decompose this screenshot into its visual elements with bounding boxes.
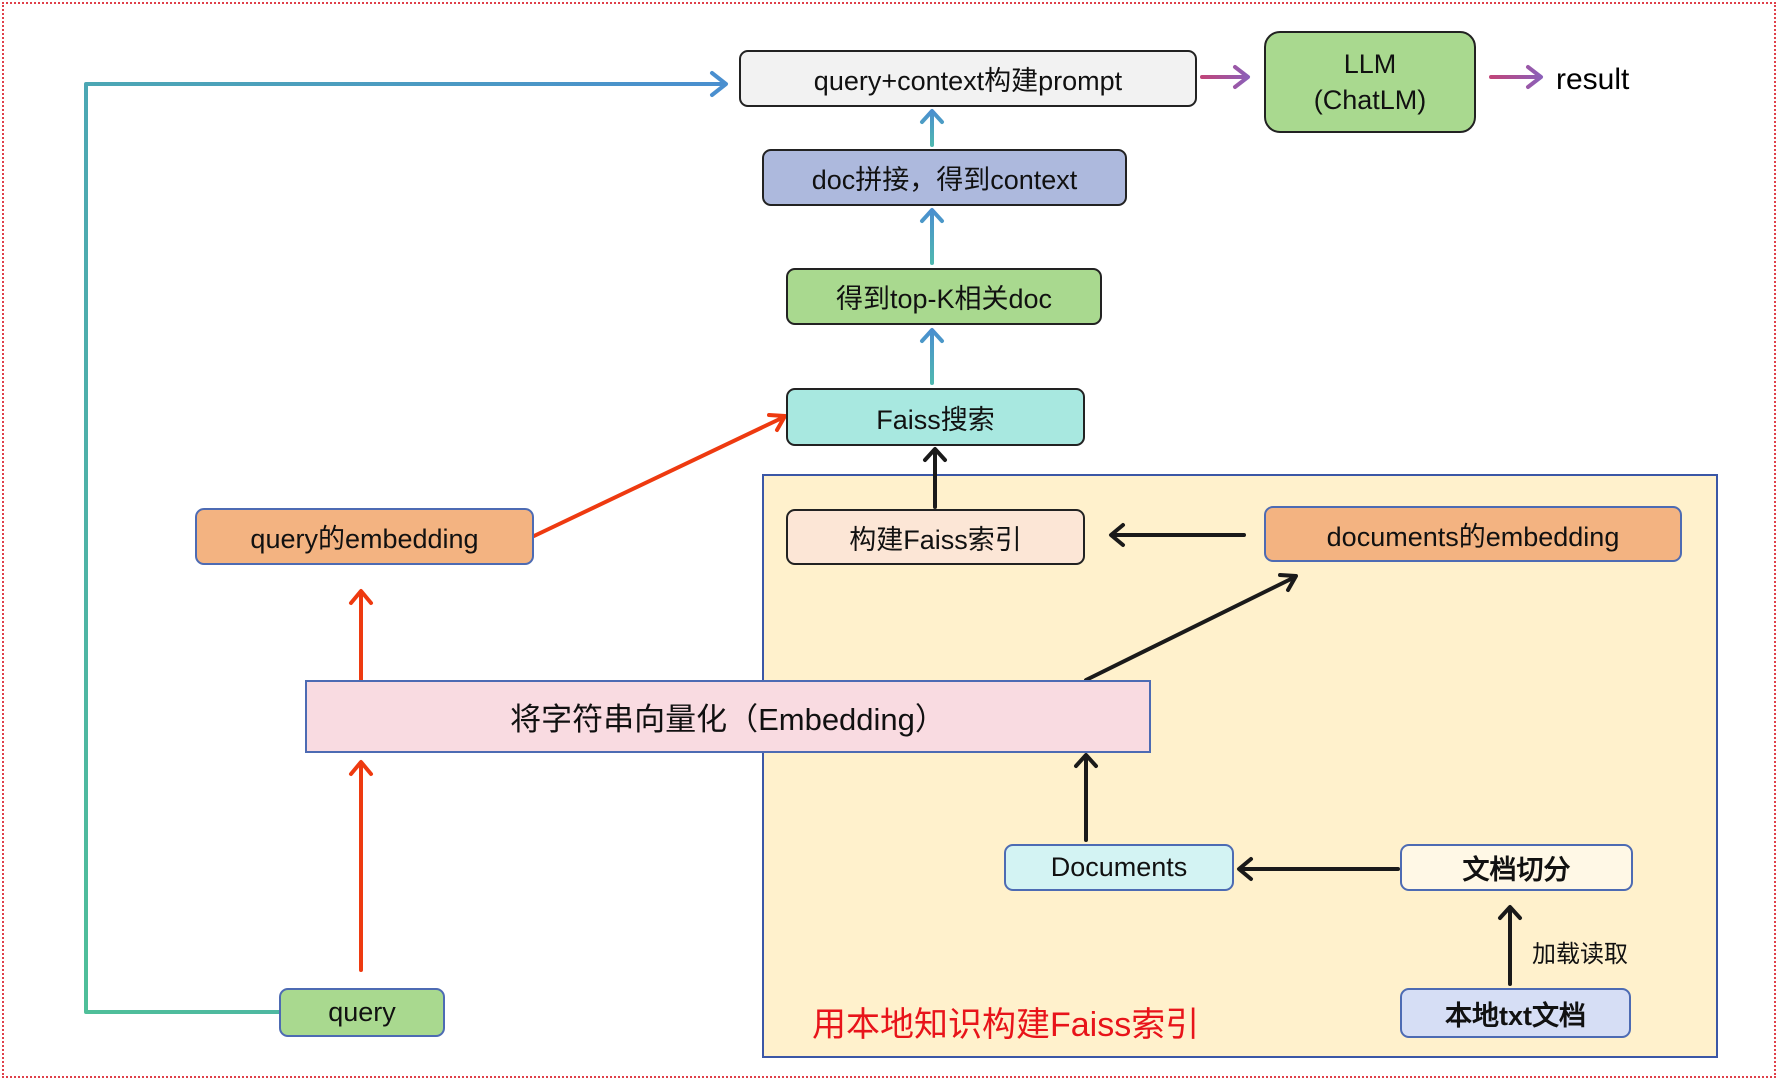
query-to-embedding-arrow — [349, 760, 373, 972]
query-embedding-node: query的embedding — [195, 508, 534, 565]
query-label: query — [328, 997, 396, 1027]
prompt-to-llm-arrow — [1200, 65, 1250, 89]
docs-embedding-label: documents的embedding — [1326, 521, 1620, 552]
split-node: 文档切分 — [1400, 844, 1633, 891]
txt-to-split-arrow — [1498, 905, 1522, 986]
topk-node-label: 得到top-K相关doc — [835, 284, 1053, 314]
query-loop-connector — [84, 82, 726, 1014]
docemb-to-index-arrow — [1109, 523, 1246, 547]
split-label: 文档切分 — [1462, 855, 1571, 885]
prompt-node-label: query+context构建prompt — [813, 66, 1123, 96]
faiss-index-region — [762, 474, 1718, 1058]
region-label: 用本地知识构建Faiss索引 — [812, 1006, 1200, 1044]
docs-embedding-node: documents的embedding — [1264, 506, 1682, 562]
concat-node: doc拼接，得到context — [762, 149, 1127, 206]
build-index-node: 构建Faiss索引 — [786, 509, 1085, 565]
search-to-topk-arrow — [920, 328, 944, 385]
embedding-to-docemb-arrow — [1084, 573, 1298, 682]
llm-to-result-arrow — [1489, 65, 1543, 89]
embedding-to-queryemb-arrow — [349, 589, 373, 682]
queryemb-to-search-arrow — [532, 413, 787, 538]
split-to-documents-arrow — [1237, 857, 1400, 881]
topk-node: 得到top-K相关doc — [786, 268, 1102, 325]
faiss-search-label: Faiss搜索 — [876, 404, 995, 435]
llm-node: LLM (ChatLM) — [1264, 31, 1476, 133]
llm-label: LLM — [1343, 49, 1397, 79]
local-txt-node: 本地txt文档 — [1400, 988, 1631, 1038]
embedding-label: 将字符串向量化（Embedding） — [510, 702, 946, 737]
query-node: query — [279, 988, 445, 1037]
llm-sublabel: (ChatLM) — [1313, 85, 1427, 115]
documents-label: Documents — [1050, 852, 1188, 882]
topk-to-concat-arrow — [920, 208, 944, 265]
result-label: result — [1556, 63, 1630, 96]
concat-to-prompt-arrow — [920, 109, 944, 147]
embedding-node: 将字符串向量化（Embedding） — [305, 680, 1151, 753]
build-index-label: 构建Faiss索引 — [849, 524, 1022, 555]
local-txt-label: 本地txt文档 — [1445, 1000, 1586, 1031]
documents-to-embedding-arrow — [1074, 753, 1098, 842]
documents-node: Documents — [1004, 844, 1234, 891]
load-read-label: 加载读取 — [1532, 941, 1628, 968]
index-to-search-arrow — [923, 447, 947, 509]
concat-node-label: doc拼接，得到context — [811, 165, 1078, 195]
prompt-node: query+context构建prompt — [739, 50, 1197, 107]
arrowhead-icon — [710, 71, 728, 97]
query-embedding-label: query的embedding — [250, 524, 479, 554]
faiss-search-node: Faiss搜索 — [786, 388, 1085, 446]
